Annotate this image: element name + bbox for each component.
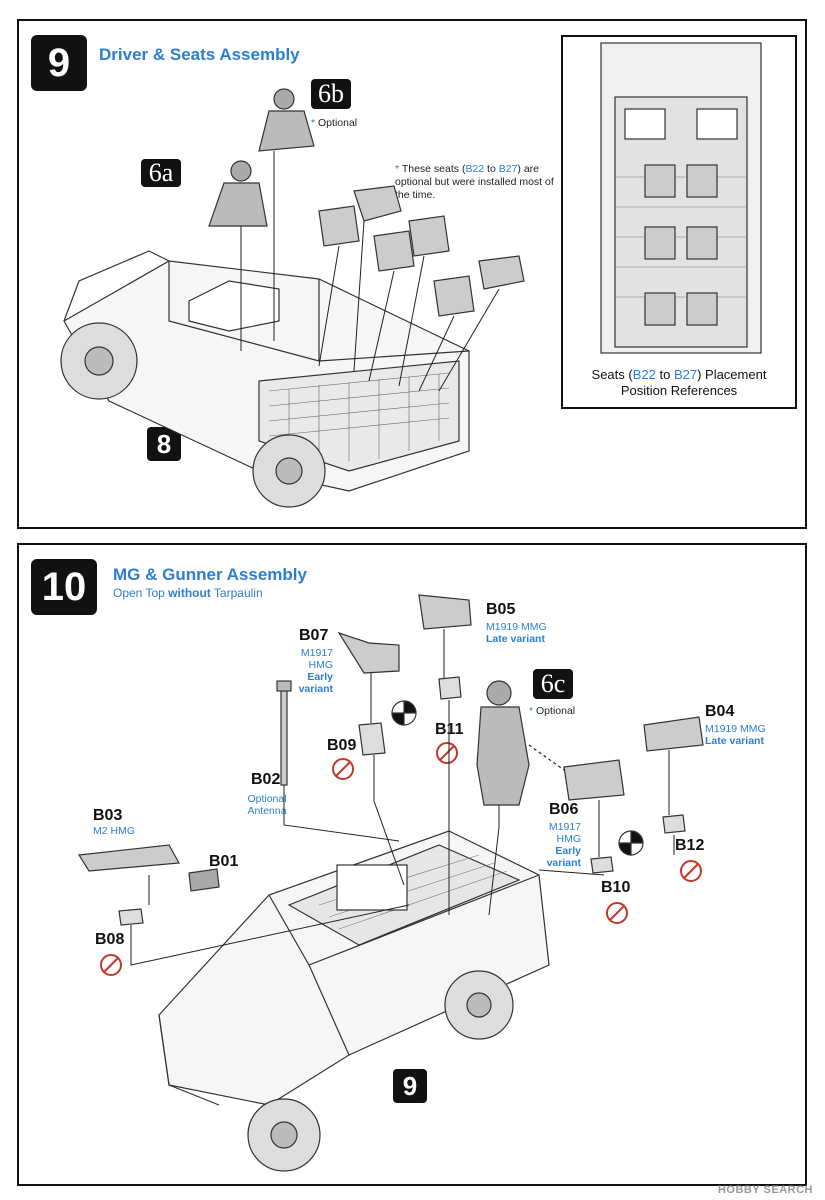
- tag-6c: 6c: [533, 669, 573, 699]
- no-glue-icon: [100, 954, 122, 976]
- step-number: 10: [31, 559, 97, 615]
- seat-placement-inset: Seats (B22 to B27) Placement Position Re…: [561, 35, 797, 409]
- part-b10-label: B10: [601, 879, 631, 896]
- part-b04-label: B04: [705, 703, 735, 720]
- step-title: MG & Gunner Assembly: [113, 565, 307, 584]
- ref-step-8: 8: [147, 427, 181, 461]
- tag-6a: 6a: [141, 158, 181, 187]
- step-9-illustration: [60, 88, 525, 508]
- part-b01-label: B01: [209, 853, 239, 870]
- part-b09-label: B09: [327, 737, 357, 754]
- inset-top-view: [600, 42, 762, 354]
- no-glue-icon: [332, 758, 354, 780]
- step-10-panel: 10 MG & Gunner Assembly Open Top without…: [17, 543, 807, 1186]
- part-b12-label: B12: [675, 837, 705, 854]
- part-b06-label: B06: [549, 801, 579, 818]
- step-subtitle: Open Top without Tarpaulin: [113, 586, 263, 600]
- no-glue-icon: [680, 860, 702, 882]
- tag-6b-note: * Optional: [311, 117, 358, 129]
- ref-step-9: 9: [393, 1069, 427, 1103]
- part-b05-label: B05: [486, 601, 516, 618]
- tag-6b: 6b: [311, 79, 351, 109]
- inset-caption: Seats (B22 to B27) Placement Position Re…: [591, 367, 767, 398]
- seat-note: * These seats (B22 to B27) are optional …: [395, 163, 554, 201]
- tag-6c-note: * Optional: [529, 705, 576, 717]
- step-number: 9: [31, 35, 87, 91]
- part-b08-label: B08: [95, 931, 125, 948]
- step-10-illustration: [77, 594, 704, 1172]
- step-9-panel: 9 Driver & Seats Assembly 6b * Optional …: [17, 19, 807, 529]
- step-title: Driver & Seats Assembly: [99, 45, 300, 64]
- part-b03-label: B03: [93, 807, 123, 824]
- part-b03-desc: M2 HMG: [93, 825, 135, 837]
- watermark: HOBBY SEARCH: [717, 1184, 813, 1196]
- part-b07-label: B07: [299, 627, 329, 644]
- no-glue-icon: [436, 742, 458, 764]
- no-glue-icon: [606, 902, 628, 924]
